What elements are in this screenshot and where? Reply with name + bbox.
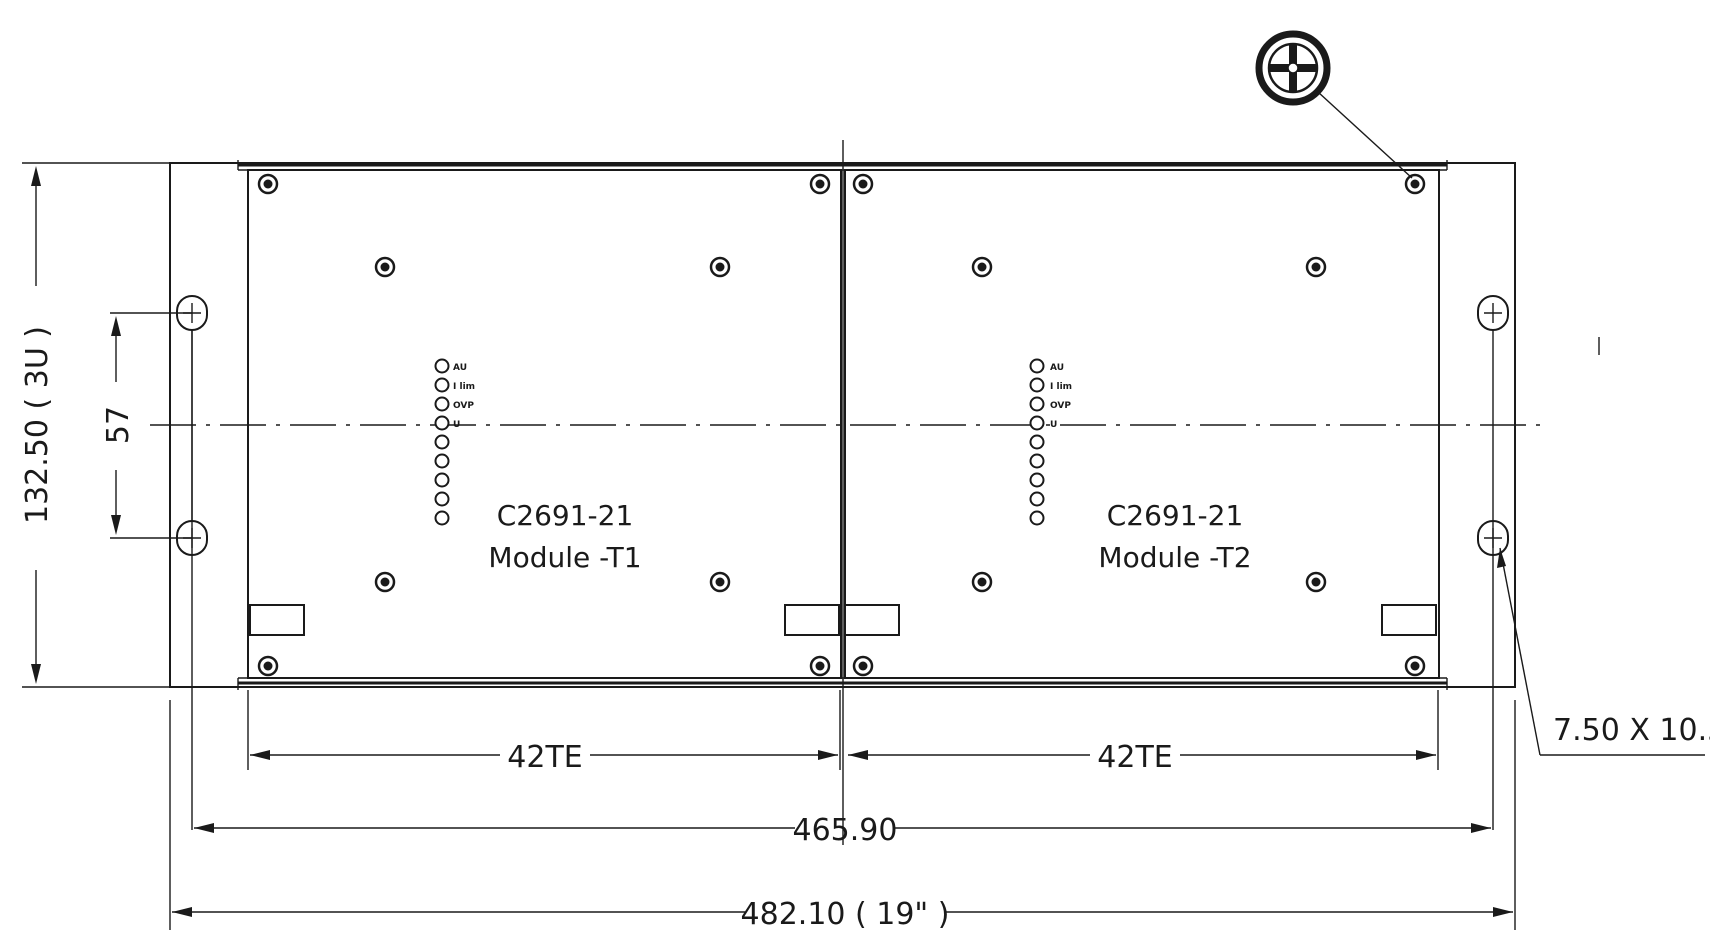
t1-led-9 [434, 510, 450, 526]
led-label-u-t1: U [453, 420, 460, 430]
module-width-label-2: 42TE [1097, 740, 1172, 775]
handle-t2-left [844, 604, 900, 636]
t2-led-6 [1029, 453, 1045, 469]
t2-led-3 [1029, 396, 1045, 412]
screw-detail-leader [1317, 91, 1413, 179]
t2-led-2 [1029, 377, 1045, 393]
handle-t2-right [1381, 604, 1437, 636]
screw-13 [257, 655, 279, 677]
screw-15 [852, 655, 874, 677]
t1-led-3 [434, 396, 450, 412]
t2-led-8 [1029, 491, 1045, 507]
led-column-t1 [434, 358, 450, 526]
module-width-dimension-1 [247, 690, 841, 770]
t1-led-2 [434, 377, 450, 393]
module-t1-part-number: C2691-21 [497, 499, 634, 532]
module-t1-name: Module -T1 [488, 541, 641, 574]
screw-16 [1404, 655, 1426, 677]
led-label-ilim-t2: I lim [1050, 382, 1072, 392]
module-t1-panel [247, 169, 842, 679]
slot-size-leader [1497, 547, 1705, 756]
t1-led-4 [434, 415, 450, 431]
overall-width-dimension [169, 700, 1516, 930]
hole-pitch-dimension [110, 312, 192, 539]
mounting-width-label: 465.90 [793, 813, 898, 848]
screw-2 [809, 173, 831, 195]
screw-4 [1404, 173, 1426, 195]
screw-14 [809, 655, 831, 677]
led-label-u-t2: U [1050, 420, 1057, 430]
t1-led-6 [434, 453, 450, 469]
module-width-label-1: 42TE [507, 740, 582, 775]
height-dimension-label: 132.50 ( 3U ) [20, 326, 55, 524]
handle-t1-right [784, 604, 840, 636]
t2-led-7 [1029, 472, 1045, 488]
screw-7 [971, 256, 993, 278]
screw-3 [852, 173, 874, 195]
mounting-slot-top-right [1477, 295, 1509, 331]
slot-size-label: 7.50 X 10.50 [1553, 713, 1710, 748]
height-dimension [22, 162, 170, 688]
t1-led-1 [434, 358, 450, 374]
module-t2-panel [844, 169, 1440, 679]
screw-12 [1305, 571, 1327, 593]
handle-t1-left [249, 604, 305, 636]
screw-1 [257, 173, 279, 195]
led-label-au-t1: AU [453, 363, 467, 373]
screw-11 [971, 571, 993, 593]
screw-9 [374, 571, 396, 593]
t1-led-5 [434, 434, 450, 450]
screw-10 [709, 571, 731, 593]
screws-group [257, 173, 1426, 677]
screw-8 [1305, 256, 1327, 278]
t2-led-5 [1029, 434, 1045, 450]
t2-led-4 [1029, 415, 1045, 431]
mounting-width-dimension [194, 823, 1491, 833]
t2-led-1 [1029, 358, 1045, 374]
hole-pitch-label: 57 [101, 406, 136, 444]
t1-led-8 [434, 491, 450, 507]
led-column-t2 [1029, 358, 1045, 526]
module-t2-name: Module -T2 [1098, 541, 1251, 574]
screw-6 [709, 256, 731, 278]
screw-detail-icon [1255, 30, 1331, 106]
module-width-dimension-2 [848, 690, 1439, 770]
overall-width-label: 482.10 ( 19" ) [741, 897, 950, 932]
led-label-ovp-t1: OVP [453, 401, 474, 411]
led-label-ovp-t2: OVP [1050, 401, 1071, 411]
t2-led-9 [1029, 510, 1045, 526]
led-label-au-t2: AU [1050, 363, 1064, 373]
screw-5 [374, 256, 396, 278]
t1-led-7 [434, 472, 450, 488]
led-label-ilim-t1: I lim [453, 382, 475, 392]
module-t2-part-number: C2691-21 [1107, 499, 1244, 532]
